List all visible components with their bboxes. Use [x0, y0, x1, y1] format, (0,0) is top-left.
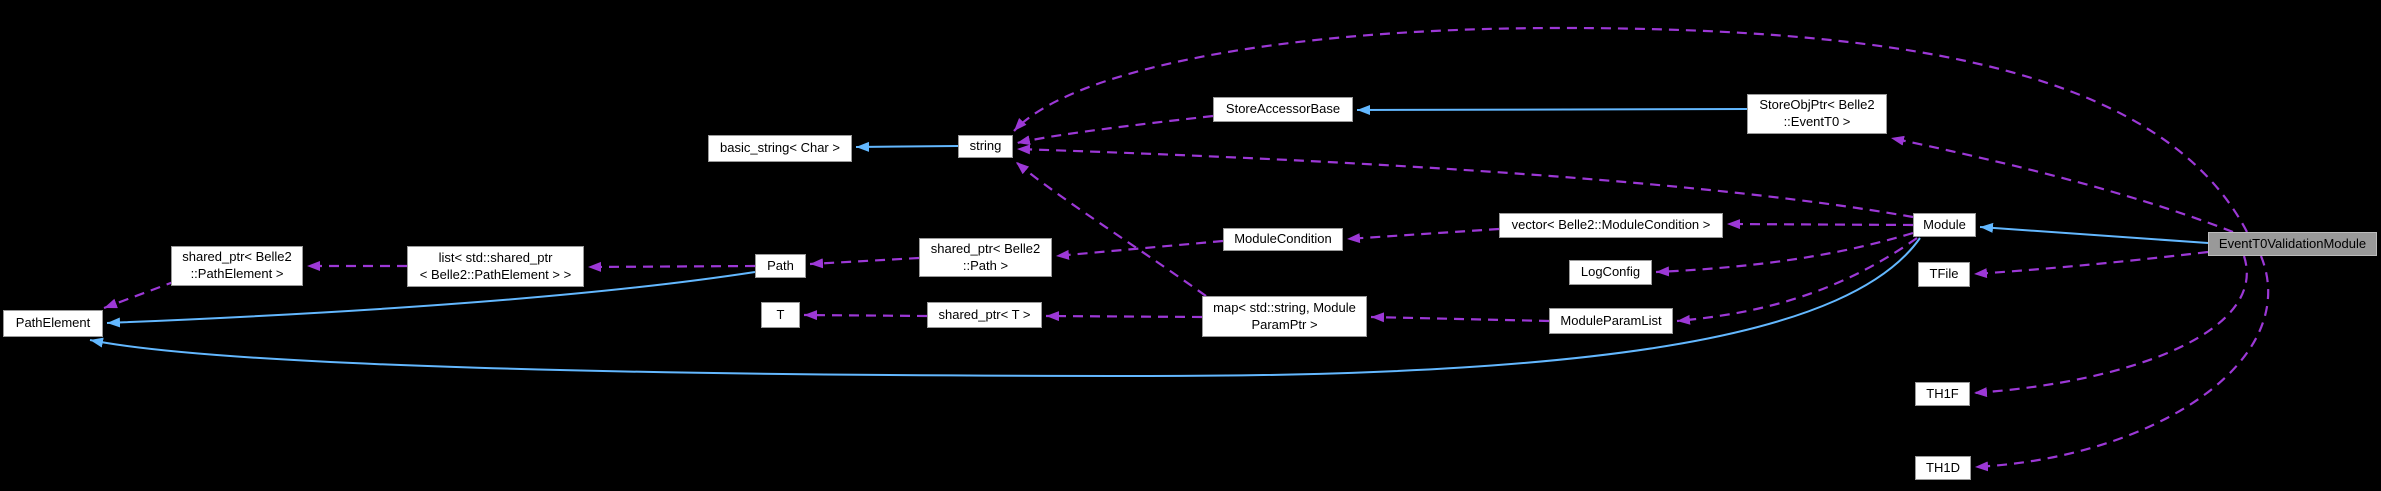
node-shared-ptr-pathelement[interactable]: shared_ptr< Belle2 ::PathElement > — [171, 246, 303, 286]
node-map-moduleparamptr[interactable]: map< std::string, Module ParamPtr > — [1202, 296, 1367, 337]
edge-eventt0-string — [1013, 26, 2248, 233]
node-basic-string[interactable]: basic_string< Char > — [708, 135, 852, 162]
node-pathelement[interactable]: PathElement — [3, 310, 103, 337]
node-storeaccessorbase[interactable]: StoreAccessorBase — [1213, 97, 1353, 122]
node-shared-ptr-path[interactable]: shared_ptr< Belle2 ::Path > — [919, 238, 1052, 277]
edge-eventt0-module — [1979, 222, 2209, 244]
edge-map-spt — [1045, 311, 1203, 322]
edge-storeobjptr-storeaccessorbase — [1356, 104, 1748, 115]
node-logconfig[interactable]: LogConfig — [1569, 260, 1652, 285]
node-tfile[interactable]: TFile — [1918, 262, 1970, 287]
node-modulecondition[interactable]: ModuleCondition — [1223, 228, 1343, 251]
node-path[interactable]: Path — [755, 254, 806, 278]
edge-string-basicstring — [855, 141, 959, 152]
node-module[interactable]: Module — [1913, 213, 1976, 237]
edge-module-logconfig — [1655, 231, 1914, 277]
node-storeobjptr-eventt0[interactable]: StoreObjPtr< Belle2 ::EventT0 > — [1747, 94, 1887, 134]
edge-moduleparamlist-map — [1370, 312, 1550, 323]
edge-eventt0-tfile — [1973, 250, 2209, 279]
node-shared-ptr-t[interactable]: shared_ptr< T > — [927, 302, 1042, 328]
edge-vector-modulecondition — [1346, 227, 1500, 244]
edge-storeaccessorbase-string — [1016, 114, 1214, 146]
edge-module-string — [1016, 144, 1914, 219]
node-vector-modulecondition[interactable]: vector< Belle2::ModuleCondition > — [1499, 213, 1723, 238]
node-moduleparamlist[interactable]: ModuleParamList — [1549, 308, 1673, 334]
node-string[interactable]: string — [958, 135, 1013, 158]
edge-modulecondition-sppath — [1055, 239, 1224, 260]
edge-sppath-path — [809, 256, 920, 269]
node-th1f[interactable]: TH1F — [1915, 382, 1970, 406]
node-list-shared-ptr-pathelement[interactable]: list< std::shared_ptr < Belle2::PathElem… — [407, 246, 584, 287]
edge-spt-t — [803, 310, 928, 321]
edge-module-vector — [1726, 219, 1914, 230]
node-t[interactable]: T — [761, 302, 800, 328]
edge-module-pathelement — [89, 237, 1921, 378]
edge-map-string — [1015, 161, 1207, 297]
edge-sppathelement-pathelement — [103, 279, 177, 310]
edge-path-pathelement — [106, 271, 756, 328]
edge-module-moduleparamlist — [1676, 237, 1918, 325]
edge-eventt0-storeobjptr — [1890, 135, 2234, 234]
edge-eventt0-th1d — [1974, 255, 2270, 472]
edge-eventt0-th1f — [1973, 255, 2248, 398]
node-th1d[interactable]: TH1D — [1915, 456, 1971, 480]
node-eventt0validationmodule: EventT0ValidationModule — [2208, 232, 2377, 256]
edge-path-list — [587, 261, 756, 272]
